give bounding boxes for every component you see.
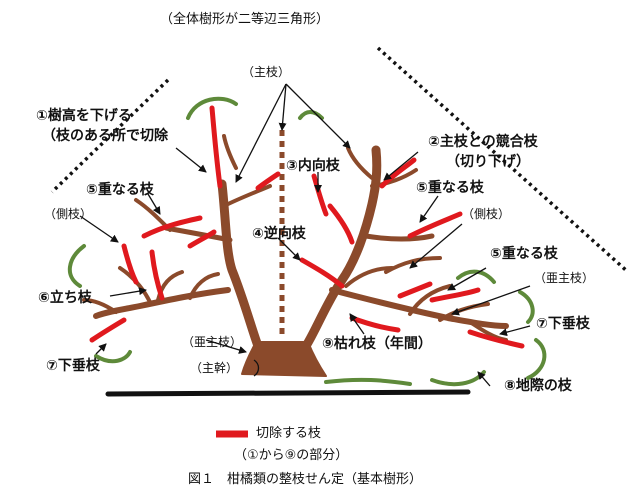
ground-branch-label: ⑧地際の枝: [504, 378, 572, 394]
overall-shape-label: （全体樹形が二等辺三角形）: [160, 12, 330, 27]
competing-branch-label: ②主枝との競合枝: [428, 134, 538, 150]
trunk-bracket: [253, 359, 260, 377]
upright-branch-label: ⑥立ち枝: [38, 290, 92, 306]
drooping-branch-left-label: ⑦下垂枝: [46, 358, 100, 374]
legend-cut-sub-label: （①から⑨の部分）: [234, 448, 349, 463]
trunk-and-branches: [82, 134, 509, 377]
overlap-branch-left-label: ⑤重なる枝: [86, 182, 154, 198]
overlap-branch-lower-right-label: ⑤重なる枝: [490, 246, 558, 262]
legend-cut-label: 切除する枝: [256, 426, 322, 441]
lower-height-label: ①樹高を下げる: [36, 108, 132, 124]
canopy-outline: [68, 96, 547, 387]
triangle-outline: [50, 46, 630, 274]
dead-branch-label: ⑨枯れ枝（年間）: [322, 336, 432, 352]
ground-branch-right: [324, 377, 412, 386]
sub-main-branch-center-label: （亜主枝）: [182, 335, 243, 349]
trunk-label: （主幹）: [190, 361, 239, 375]
overlap-branch-right-label: ⑤重なる枝: [416, 180, 484, 196]
competing-branch-sub-label: （切り下げ）: [446, 154, 530, 170]
sub-main-branch-right-label: （亜主枝）: [534, 271, 595, 285]
figure-caption: 図１ 柑橘類の整枝せん定（基本樹形）: [188, 472, 423, 487]
lower-height-sub-label: （枝のある所で切除: [42, 128, 168, 144]
main-branch-label: （主枝）: [242, 65, 291, 79]
arrows: [79, 83, 531, 387]
reverse-branch-label: ④逆向枝: [252, 226, 306, 242]
drooping-branch-right-label: ⑦下垂枝: [536, 316, 590, 332]
lateral-branch-right-label: （側枝）: [462, 207, 511, 221]
ground-line: [105, 389, 471, 397]
lateral-branch-left-label: （側枝）: [44, 207, 93, 221]
inward-branch-label: ③内向枝: [286, 158, 340, 174]
